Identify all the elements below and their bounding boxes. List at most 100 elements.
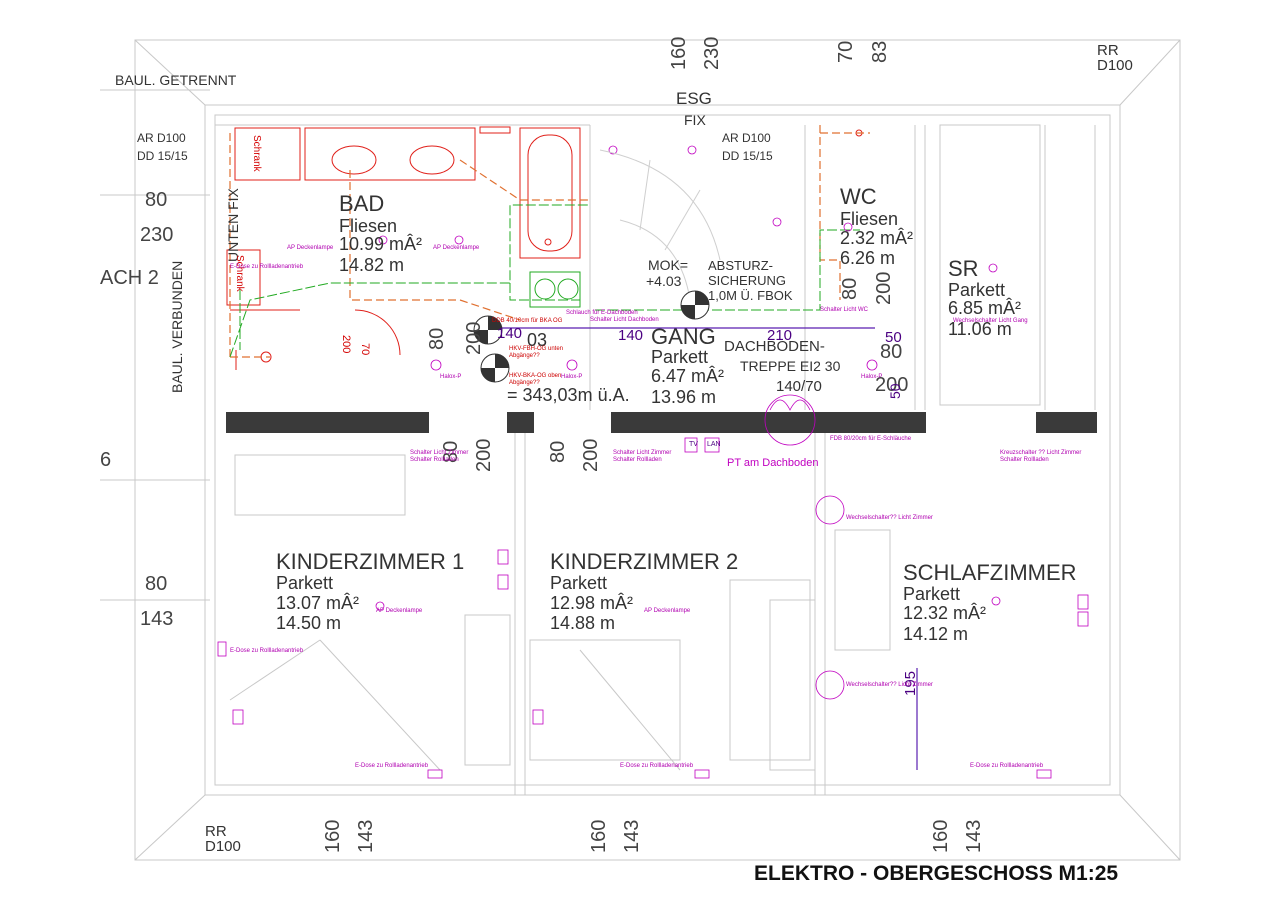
mok-value: +4.03 <box>646 273 682 289</box>
left-dim-6: 6 <box>100 449 112 471</box>
room-perimeter: 14.88 m <box>550 613 616 633</box>
note-ap-deckenlampe-3: AP Deckenlampe <box>376 608 423 614</box>
absturz-line-3: 1,0M Ü. FBOK <box>708 288 793 303</box>
note-halox-3: Halox-P <box>861 374 883 380</box>
rr-label-bottom: RR <box>205 823 227 840</box>
note-fdb: FDB 80/20cm für E-Schläuche <box>830 436 912 442</box>
note-ddb: DDB 40/10cm für BKA OG <box>492 318 563 324</box>
baul-getrennt-label: BAUL. GETRENNT <box>115 72 237 88</box>
room-perimeter: 11.06 m <box>948 319 1012 339</box>
d100-label-top: D100 <box>1097 57 1133 74</box>
rr-label-top: RR <box>1097 42 1119 59</box>
tv-outlet-label: TV <box>689 441 698 448</box>
note-hkv-2: Abgänge?? <box>509 353 540 359</box>
note-edose-3: E-Dose zu Rollladenantrieb <box>355 763 429 769</box>
bottom-dim-143c: 143 <box>963 819 985 853</box>
schrank-label-2: Schrank <box>234 255 245 292</box>
dim-80a: 80 <box>426 327 448 350</box>
dim-200b: 200 <box>473 438 495 472</box>
room-area: 6.85 mÂ² <box>948 298 1022 318</box>
dim-200f: 200 <box>875 374 909 396</box>
schrank-label-1: Schrank <box>251 135 262 172</box>
ach2-label: ACH 2 <box>100 267 159 289</box>
note-edose-5: E-Dose zu Rollladenantrieb <box>970 763 1044 769</box>
room-area: 12.32 mÂ² <box>903 603 987 623</box>
dim-80c: 80 <box>547 440 569 463</box>
lan-outlet-label: LAN <box>707 441 721 448</box>
room-name: WC <box>840 184 877 209</box>
room-area: 13.07 mÂ² <box>276 593 360 613</box>
note-schalter-licht-2: Schalter Licht Zimmer <box>613 450 672 456</box>
note-hkv-1: HKV-FBH-OG unten <box>509 346 564 352</box>
room-floor: Parkett <box>903 584 961 604</box>
room-name: KINDERZIMMER 2 <box>550 549 739 574</box>
bottom-dim-143b: 143 <box>621 819 643 853</box>
top-dim-230: 230 <box>701 36 723 70</box>
note-schalter-licht-wc: Schalter Licht WC <box>820 307 869 313</box>
room-area: 10.99 mÂ² <box>339 234 423 254</box>
room-name: SR <box>948 256 979 281</box>
note-ap-deckenlampe-2: AP Deckenlampe <box>433 245 480 251</box>
left-dim-230: 230 <box>140 224 174 246</box>
note-wechselschalter-1: Wechselschalter?? Licht Zimmer <box>846 515 933 521</box>
dim-200a: 200 <box>463 321 485 355</box>
ar-d100-right: AR D100 <box>722 131 771 145</box>
room-perimeter: 14.82 m <box>339 255 405 275</box>
room-name: SCHLAFZIMMER <box>903 560 1077 585</box>
baul-verbunden-label: BAUL. VERBUNDEN <box>169 260 185 393</box>
room-area: 2.32 mÂ² <box>840 228 914 248</box>
unten-fix-label: UNTEN FIX <box>225 188 241 262</box>
top-dim-160: 160 <box>668 36 690 70</box>
note-halox-2: Halox-P <box>561 374 583 380</box>
room-name: BAD <box>339 191 385 216</box>
fix-label: FIX <box>684 112 706 128</box>
dachboden-line-3: 140/70 <box>776 378 822 395</box>
note-hkv-4: Abgänge?? <box>509 380 540 386</box>
room-area: 12.98 mÂ² <box>550 593 634 613</box>
room-floor: Fliesen <box>840 209 899 229</box>
note-ap-deckenlampe-1: AP Deckenlampe <box>287 245 334 251</box>
dim-80d: 80 <box>839 277 861 300</box>
note-edose-4: E-Dose zu Rollladenantrieb <box>620 763 694 769</box>
left-dim-80b: 80 <box>145 573 168 595</box>
dim-200d: 200 <box>873 271 895 305</box>
dd-right: DD 15/15 <box>722 149 773 163</box>
note-wechselschalter-2: Wechselschalter?? Licht Zimmer <box>846 682 933 688</box>
room-perimeter: 13.96 m <box>651 387 717 407</box>
bottom-dim-160c: 160 <box>930 819 952 853</box>
dim-70: 70 <box>359 343 371 356</box>
ar-d100-left: AR D100 <box>137 131 186 145</box>
note-kreuzschalter: Kreuzschalter ?? Licht Zimmer <box>1000 450 1082 456</box>
note-schalter-rolladen-1: Schalter Rollladen <box>410 457 459 463</box>
absturz-line-1: ABSTURZ- <box>708 258 773 273</box>
room-floor: Fliesen <box>339 216 398 236</box>
room-floor: Parkett <box>948 280 1006 300</box>
dim-50b: 50 <box>887 383 903 399</box>
dim-03: 03 <box>527 330 548 350</box>
dachboden-line-1: DACHBODEN- <box>724 338 825 355</box>
dim-200g: 200 <box>340 335 352 354</box>
note-halox-1: Halox-P <box>440 374 462 380</box>
room-perimeter: 14.50 m <box>276 613 342 633</box>
dd-left: DD 15/15 <box>137 149 188 163</box>
dim-140b: 140 <box>618 327 644 344</box>
room-perimeter: 14.12 m <box>903 624 969 644</box>
note-wechselschalter-gang: Wechselschalter Licht Gang <box>953 318 1028 324</box>
note-schalter-dachboden: Schalter Licht Dachboden <box>590 317 659 323</box>
bottom-dim-143a: 143 <box>355 819 377 853</box>
mok-label: MOK= <box>648 257 689 273</box>
room-name: GANG <box>651 324 716 349</box>
left-dim-143: 143 <box>140 608 174 630</box>
dachboden-line-2: TREPPE EI2 30 <box>740 358 841 374</box>
note-edose-1: E-Dose zu Rollladenantrieb <box>230 264 304 270</box>
absturz-line-2: SICHERUNG <box>708 273 787 288</box>
bottom-dim-160b: 160 <box>588 819 610 853</box>
room-floor: Parkett <box>651 347 709 367</box>
room-area: 6.47 mÂ² <box>651 366 725 386</box>
dim-140a: 140 <box>497 325 523 342</box>
d100-label-bottom: D100 <box>205 838 241 855</box>
note-hkv-3: HKV-BKA-OG oben <box>509 373 562 379</box>
top-dim-70: 70 <box>835 40 857 63</box>
left-dim-80: 80 <box>145 189 168 211</box>
